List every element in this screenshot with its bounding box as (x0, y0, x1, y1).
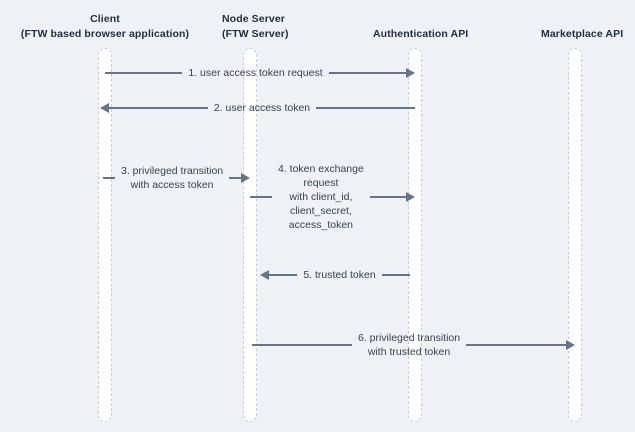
message-4: 4. token exchange request with client_id… (250, 160, 415, 234)
message-label: 2. user access token (213, 102, 311, 114)
arrowhead-right-icon (241, 173, 250, 183)
message-line-left (105, 72, 183, 74)
message-label: 4. token exchange request with client_id… (278, 163, 364, 231)
message-3: 3. privileged transition with access tok… (103, 163, 250, 193)
arrowhead-right-icon (566, 340, 576, 350)
participant-header-node-server: Node Server (FTW Server) (222, 12, 289, 42)
participant-header-authentication-api: Authentication API (373, 27, 468, 42)
message-line-right (369, 196, 406, 198)
message-line-left (109, 107, 208, 109)
message-6: 6. privileged transition with trusted to… (252, 330, 576, 360)
message-5: 5. trusted token (260, 264, 411, 286)
lifeline-node-server (243, 48, 257, 422)
arrowhead-left-icon (260, 270, 269, 280)
participant-name-line1: Marketplace API (541, 28, 624, 40)
lifeline-marketplace-api (568, 48, 582, 422)
message-line-right (229, 177, 241, 179)
lifeline-authentication-api (408, 48, 422, 422)
participant-name-line2: (FTW based browser application) (20, 28, 190, 40)
message-line-left (250, 196, 272, 198)
message-line-left (269, 274, 298, 276)
participant-name-line2: (FTW Server) (222, 28, 289, 40)
message-label: 6. privileged transition with trusted to… (357, 332, 461, 358)
participant-name-line1: Client (90, 13, 120, 25)
arrowhead-right-icon (406, 192, 415, 202)
message-line-left (103, 177, 115, 179)
message-line-right (466, 344, 567, 346)
participant-header-marketplace-api: Marketplace API (541, 27, 623, 42)
message-label: 5. trusted token (303, 269, 376, 281)
message-line-right (328, 72, 406, 74)
participant-name-line1: Node Server (222, 13, 285, 25)
message-line-left (252, 344, 352, 346)
message-line-right (316, 107, 415, 109)
arrowhead-right-icon (406, 68, 415, 78)
arrowhead-left-icon (100, 103, 109, 113)
message-1: 1. user access token request (105, 62, 415, 84)
message-line-right (381, 274, 411, 276)
message-2: 2. user access token (100, 97, 415, 119)
message-label: 1. user access token request (188, 67, 323, 79)
message-label: 3. privileged transition with access tok… (121, 165, 224, 191)
participant-header-client: Client (FTW based browser application) (21, 12, 189, 42)
participant-name-line1: Authentication API (373, 28, 469, 40)
lifeline-client (98, 48, 112, 422)
